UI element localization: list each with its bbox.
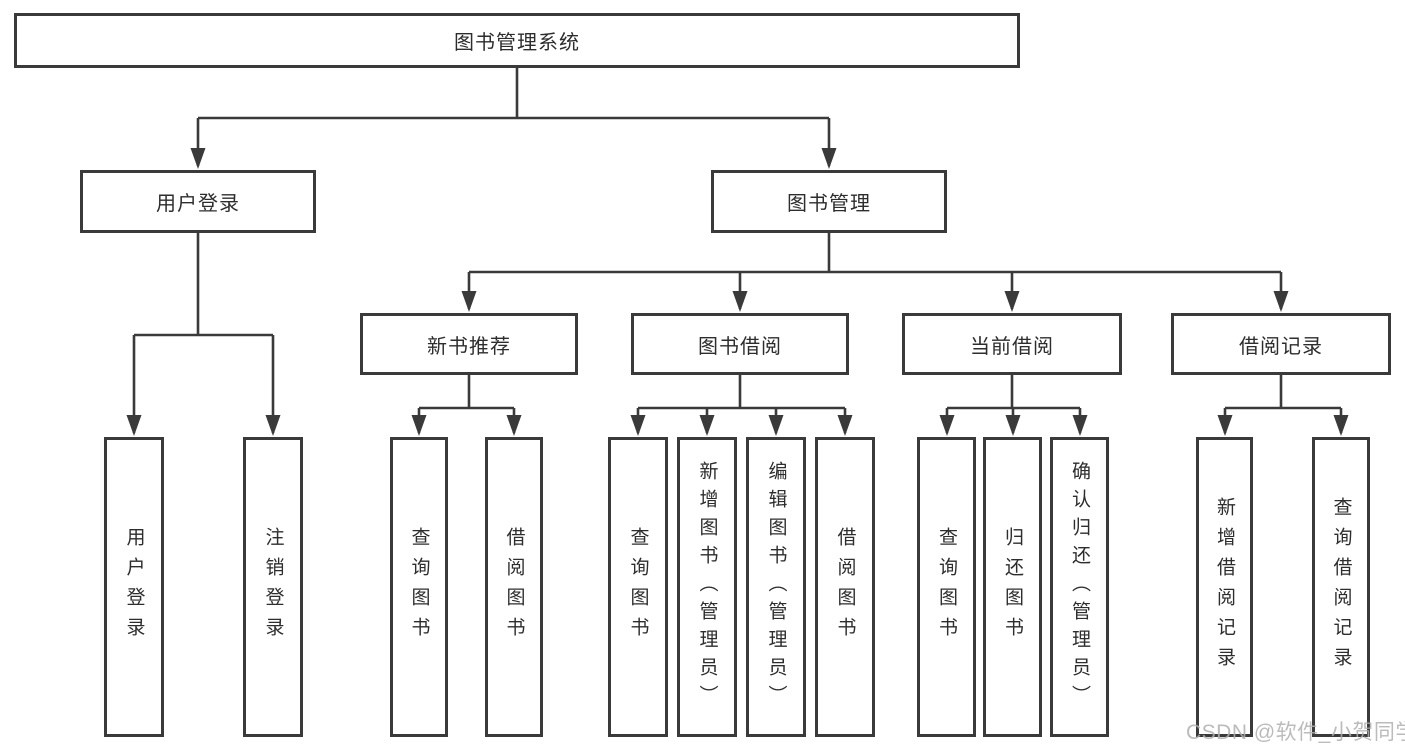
node-nb-borrow-books: 借阅图书 — [485, 437, 543, 737]
node-nb-borrow-books-label: 借阅图书 — [503, 527, 525, 647]
node-user-login: 用户登录 — [80, 170, 316, 233]
node-book-borrowing-label: 图书借阅 — [698, 335, 782, 358]
node-cb-return-books: 归还图书 — [983, 437, 1042, 737]
node-cb-confirm-return-admin: 确认归还（管理员） — [1050, 437, 1109, 737]
node-library-system-label: 图书管理系统 — [454, 32, 580, 54]
arrowheads — [126, 148, 1349, 436]
node-bb-query-books: 查询图书 — [608, 437, 668, 737]
node-cb-confirm-return-admin-label: 确认归还（管理员） — [1069, 461, 1090, 713]
node-cb-return-books-label: 归还图书 — [1002, 527, 1023, 647]
node-bb-borrow-books: 借阅图书 — [815, 437, 875, 737]
node-borrowing-records: 借阅记录 — [1171, 313, 1391, 375]
node-user-login-leaf: 用户登录 — [104, 437, 164, 737]
node-nb-query-books: 查询图书 — [390, 437, 448, 737]
node-current-borrowing-label: 当前借阅 — [970, 335, 1054, 358]
connector-root-to-level2 — [196, 68, 831, 166]
node-logout-label: 注销登录 — [262, 527, 284, 647]
node-bb-edit-books-admin-label: 编辑图书（管理员） — [765, 461, 787, 713]
node-new-book-recommend-label: 新书推荐 — [427, 335, 511, 358]
node-br-add-record: 新增借阅记录 — [1196, 437, 1253, 737]
node-user-login-leaf-label: 用户登录 — [123, 527, 145, 647]
node-bb-add-books-admin: 新增图书（管理员） — [677, 437, 737, 737]
connector-borrowing-to-leaves — [636, 375, 847, 433]
connector-records-to-leaves — [1223, 375, 1343, 433]
node-bb-add-books-admin-label: 新增图书（管理员） — [696, 461, 718, 713]
connector-bookmgmt-to-level3 — [467, 233, 1283, 309]
connector-userlogin-to-leaves — [132, 233, 275, 433]
node-book-borrowing: 图书借阅 — [631, 313, 849, 375]
node-br-query-record: 查询借阅记录 — [1312, 437, 1370, 737]
node-book-management-label: 图书管理 — [787, 193, 871, 215]
csdn-watermark: CSDN @软件_小贺同学 — [1186, 721, 1405, 744]
node-book-management: 图书管理 — [711, 170, 947, 233]
node-cb-query-books: 查询图书 — [917, 437, 976, 737]
connector-newbook-to-leaves — [417, 375, 516, 433]
node-bb-query-books-label: 查询图书 — [627, 527, 649, 647]
node-new-book-recommend: 新书推荐 — [360, 313, 578, 375]
node-bb-edit-books-admin: 编辑图书（管理员） — [746, 437, 806, 737]
node-logout: 注销登录 — [243, 437, 303, 737]
node-bb-borrow-books-label: 借阅图书 — [834, 527, 856, 647]
node-user-login-label: 用户登录 — [156, 193, 240, 215]
node-current-borrowing: 当前借阅 — [902, 313, 1122, 375]
node-cb-query-books-label: 查询图书 — [936, 527, 957, 647]
node-nb-query-books-label: 查询图书 — [408, 527, 430, 647]
node-borrowing-records-label: 借阅记录 — [1239, 335, 1323, 358]
node-br-add-record-label: 新增借阅记录 — [1214, 497, 1235, 677]
node-br-query-record-label: 查询借阅记录 — [1330, 497, 1352, 677]
node-library-system: 图书管理系统 — [14, 13, 1020, 68]
